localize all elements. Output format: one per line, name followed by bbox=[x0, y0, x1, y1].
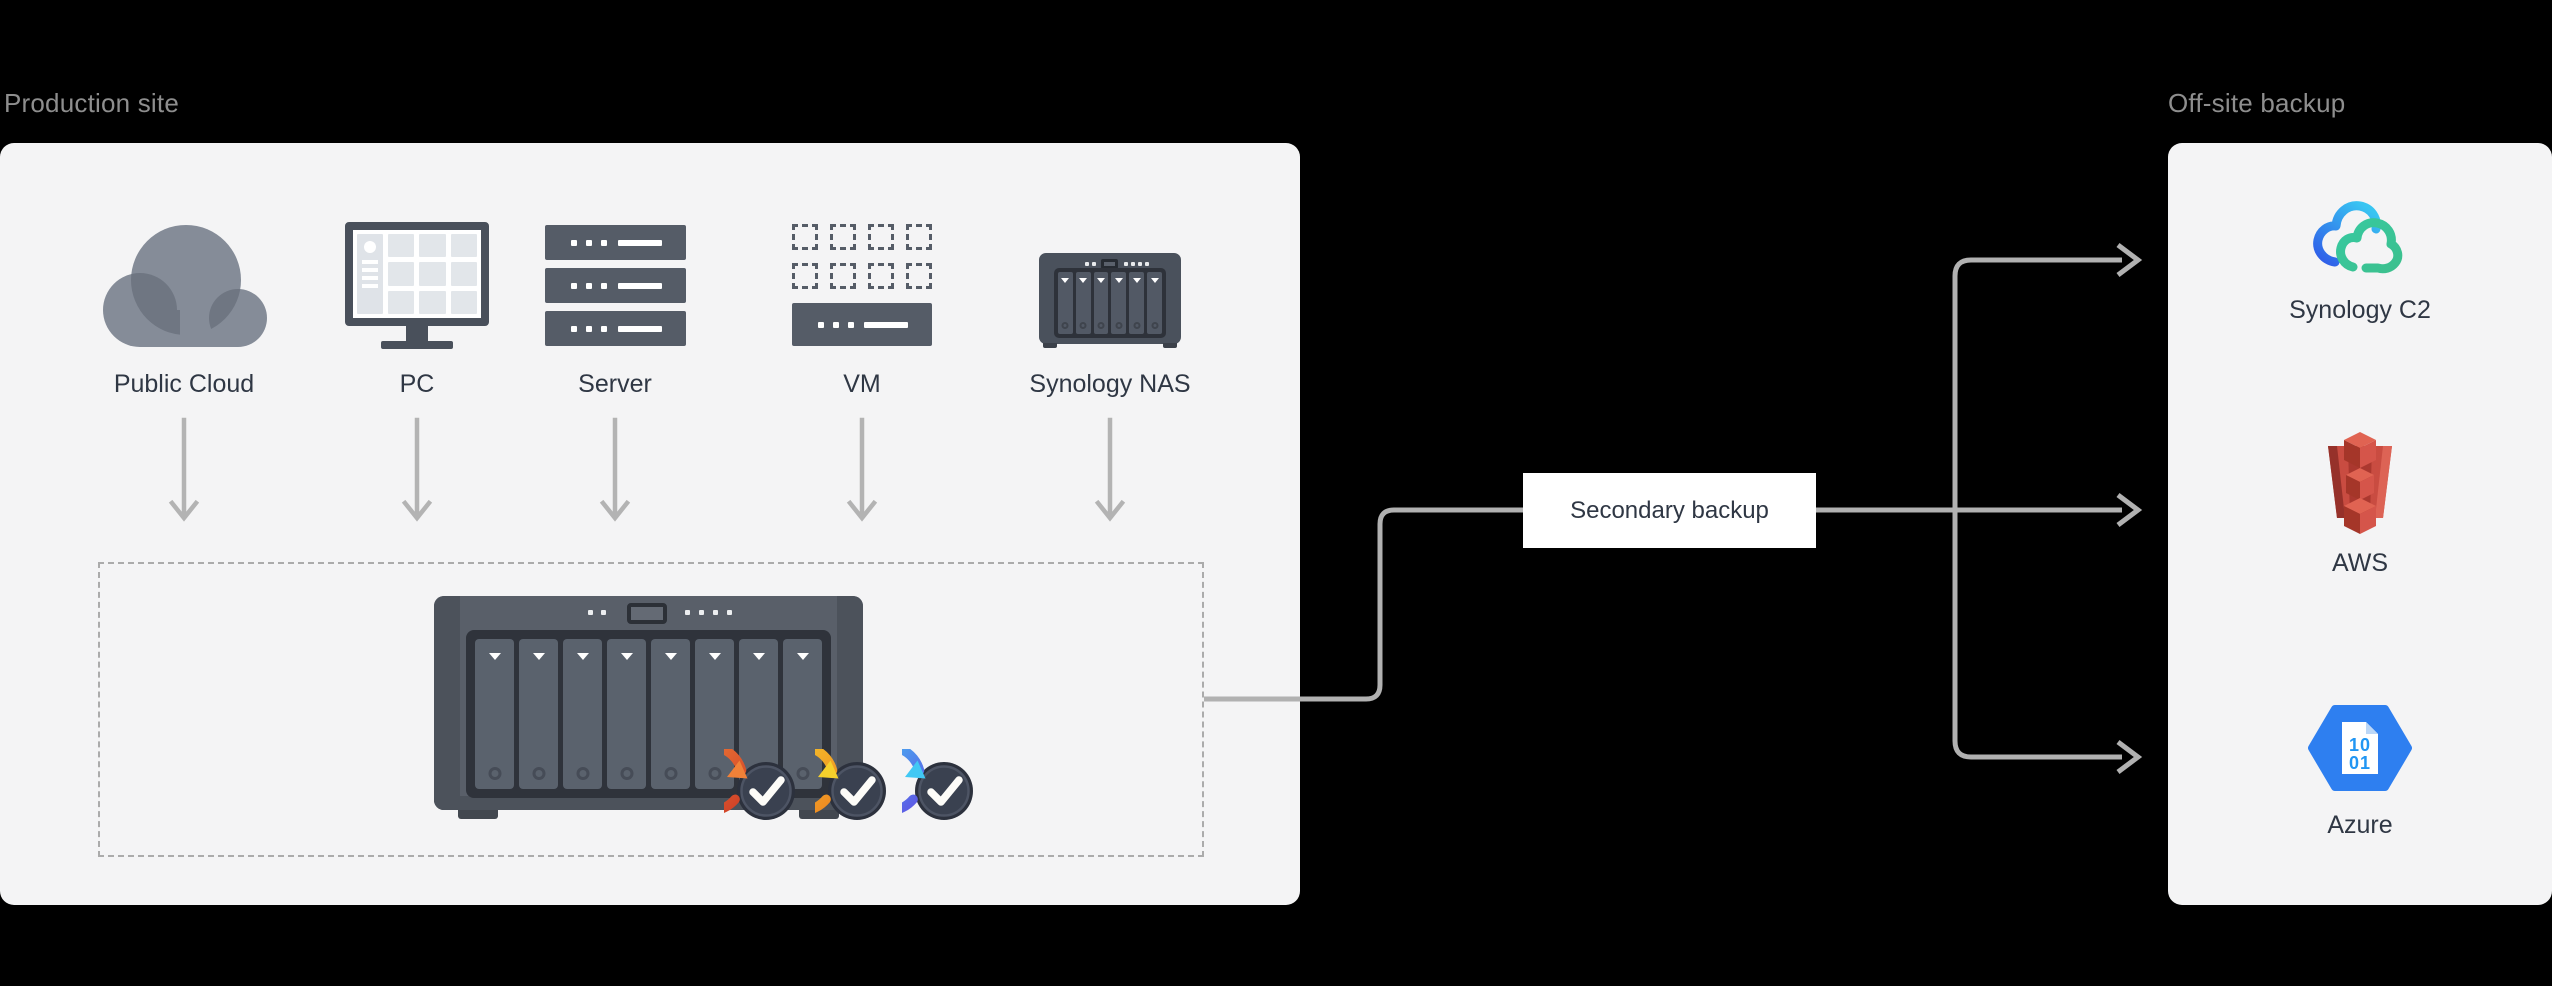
arrowhead-bottom bbox=[2116, 740, 2143, 774]
device-label-synology-nas: Synology NAS bbox=[1029, 370, 1191, 398]
vm-node-icon bbox=[906, 263, 932, 289]
vm-host-icon bbox=[792, 303, 932, 346]
secondary-backup-label-box: Secondary backup bbox=[1523, 473, 1816, 548]
server-icon bbox=[545, 311, 686, 346]
cloud-icon bbox=[103, 225, 267, 347]
local-backup-group-box bbox=[98, 562, 1204, 857]
azure-hexagon-icon: 10 01 bbox=[2308, 705, 2412, 791]
pc-stand-base bbox=[381, 341, 453, 349]
pc-stand-neck bbox=[406, 324, 428, 342]
vm-node-icon bbox=[792, 263, 818, 289]
production-site-title: Production site bbox=[4, 88, 179, 118]
vm-node-icon bbox=[868, 263, 894, 289]
device-label-vm: VM bbox=[843, 370, 881, 398]
azure-doc-line-2: 01 bbox=[2349, 753, 2371, 773]
backup-badge-gold bbox=[815, 749, 886, 820]
arrowhead-middle bbox=[2116, 493, 2143, 527]
azure-doc-line-1: 10 bbox=[2349, 735, 2371, 755]
arrowhead-top bbox=[2116, 243, 2143, 277]
offsite-backup-title: Off-site backup bbox=[2168, 88, 2346, 118]
backup-badge-red bbox=[724, 749, 795, 820]
vm-node-icon bbox=[792, 224, 818, 250]
server-icon bbox=[545, 225, 686, 260]
synology-c2-cloud-icon bbox=[2313, 201, 2403, 274]
nas-drive-bays bbox=[1054, 268, 1166, 338]
pc-screen-sidebar bbox=[357, 234, 383, 314]
destination-label-synology-c2: Synology C2 bbox=[2289, 296, 2431, 324]
aws-s3-bucket-icon bbox=[2328, 432, 2392, 534]
nas-status-leds bbox=[1039, 259, 1181, 269]
backup-badge-blue bbox=[902, 749, 973, 820]
nas-power-button bbox=[1101, 259, 1118, 269]
vm-node-icon bbox=[906, 224, 932, 250]
device-label-pc: PC bbox=[399, 370, 435, 398]
server-icon bbox=[545, 268, 686, 303]
branch-line bbox=[1952, 257, 2122, 760]
pc-screen-grid bbox=[388, 234, 477, 314]
pc-icon bbox=[345, 222, 489, 326]
device-label-public-cloud: Public Cloud bbox=[113, 370, 255, 398]
large-nas-icon bbox=[434, 596, 863, 822]
destination-label-azure: Azure bbox=[2327, 811, 2393, 839]
secondary-backup-label: Secondary backup bbox=[1570, 496, 1769, 524]
vm-node-icon bbox=[868, 224, 894, 250]
vm-node-icon bbox=[830, 263, 856, 289]
destination-label-aws: AWS bbox=[2331, 549, 2389, 577]
vm-node-icon bbox=[830, 224, 856, 250]
small-nas-icon bbox=[1039, 253, 1181, 348]
nas-power-button bbox=[627, 603, 667, 624]
device-label-server: Server bbox=[578, 370, 652, 398]
